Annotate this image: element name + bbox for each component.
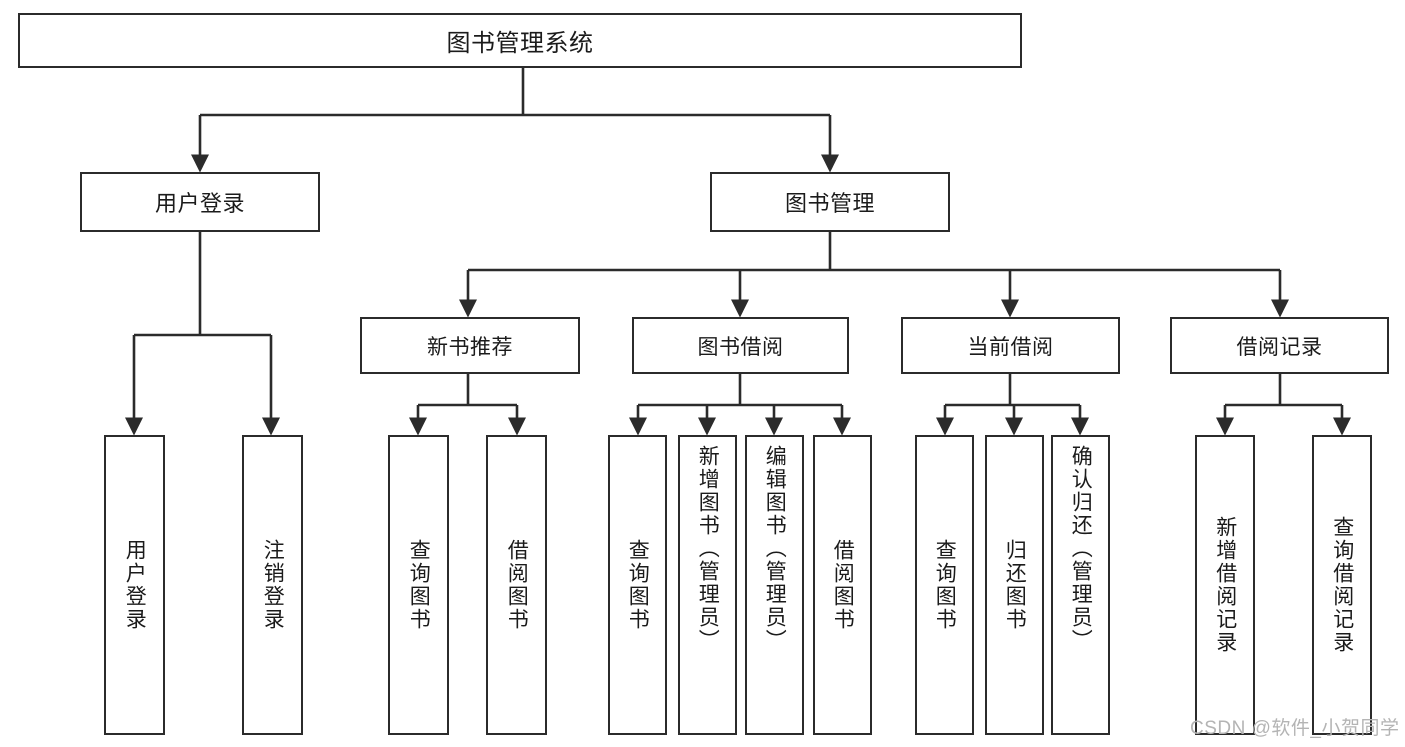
leaf-node-label: 编辑图书（管理员） [763, 445, 787, 652]
csdn-watermark: CSDN @软件_小贺同学 [1190, 718, 1400, 739]
node-current-borrow-label: 当前借阅 [967, 335, 1054, 359]
node-user-login-label: 用户登录 [154, 191, 245, 216]
node-user-login[interactable]: 用户登录 [80, 172, 320, 232]
leaf-node[interactable]: 查询借阅记录 [1312, 435, 1372, 735]
leaf-node-label: 查询图书 [933, 539, 957, 631]
leaf-node-label: 查询借阅记录 [1330, 516, 1354, 654]
node-new-book-recommend[interactable]: 新书推荐 [360, 317, 580, 374]
leaf-node-label: 借阅图书 [831, 539, 855, 631]
node-current-borrow[interactable]: 当前借阅 [901, 317, 1120, 374]
leaf-node[interactable]: 用户登录 [104, 435, 165, 735]
node-book-borrow-label: 图书借阅 [697, 335, 784, 359]
node-borrow-records-label: 借阅记录 [1236, 335, 1323, 359]
leaf-node[interactable]: 归还图书 [985, 435, 1044, 735]
leaf-node[interactable]: 借阅图书 [813, 435, 872, 735]
node-root-label: 图书管理系统 [446, 30, 594, 57]
leaf-node-label: 确认归还（管理员） [1069, 445, 1093, 652]
leaf-node[interactable]: 确认归还（管理员） [1051, 435, 1110, 735]
leaf-node[interactable]: 新增图书（管理员） [678, 435, 737, 735]
node-book-management-label: 图书管理 [784, 191, 875, 216]
leaf-node-label: 查询图书 [407, 539, 431, 631]
node-book-borrow[interactable]: 图书借阅 [632, 317, 849, 374]
node-new-book-recommend-label: 新书推荐 [427, 335, 513, 359]
leaf-node[interactable]: 借阅图书 [486, 435, 547, 735]
node-borrow-records[interactable]: 借阅记录 [1170, 317, 1389, 374]
leaf-node-label: 用户登录 [123, 539, 147, 631]
leaf-node[interactable]: 注销登录 [242, 435, 303, 735]
leaf-node-label: 查询图书 [626, 539, 650, 631]
leaf-node-label: 新增图书（管理员） [696, 445, 720, 652]
leaf-node[interactable]: 编辑图书（管理员） [745, 435, 804, 735]
leaf-node[interactable]: 新增借阅记录 [1195, 435, 1255, 735]
leaf-node[interactable]: 查询图书 [388, 435, 449, 735]
leaf-node[interactable]: 查询图书 [915, 435, 974, 735]
node-book-management[interactable]: 图书管理 [710, 172, 950, 232]
leaf-node-label: 注销登录 [261, 539, 285, 631]
leaf-node[interactable]: 查询图书 [608, 435, 667, 735]
node-root[interactable]: 图书管理系统 [18, 13, 1022, 68]
leaf-node-label: 归还图书 [1003, 539, 1027, 631]
leaf-node-label: 借阅图书 [505, 539, 529, 631]
leaf-node-label: 新增借阅记录 [1213, 516, 1237, 654]
